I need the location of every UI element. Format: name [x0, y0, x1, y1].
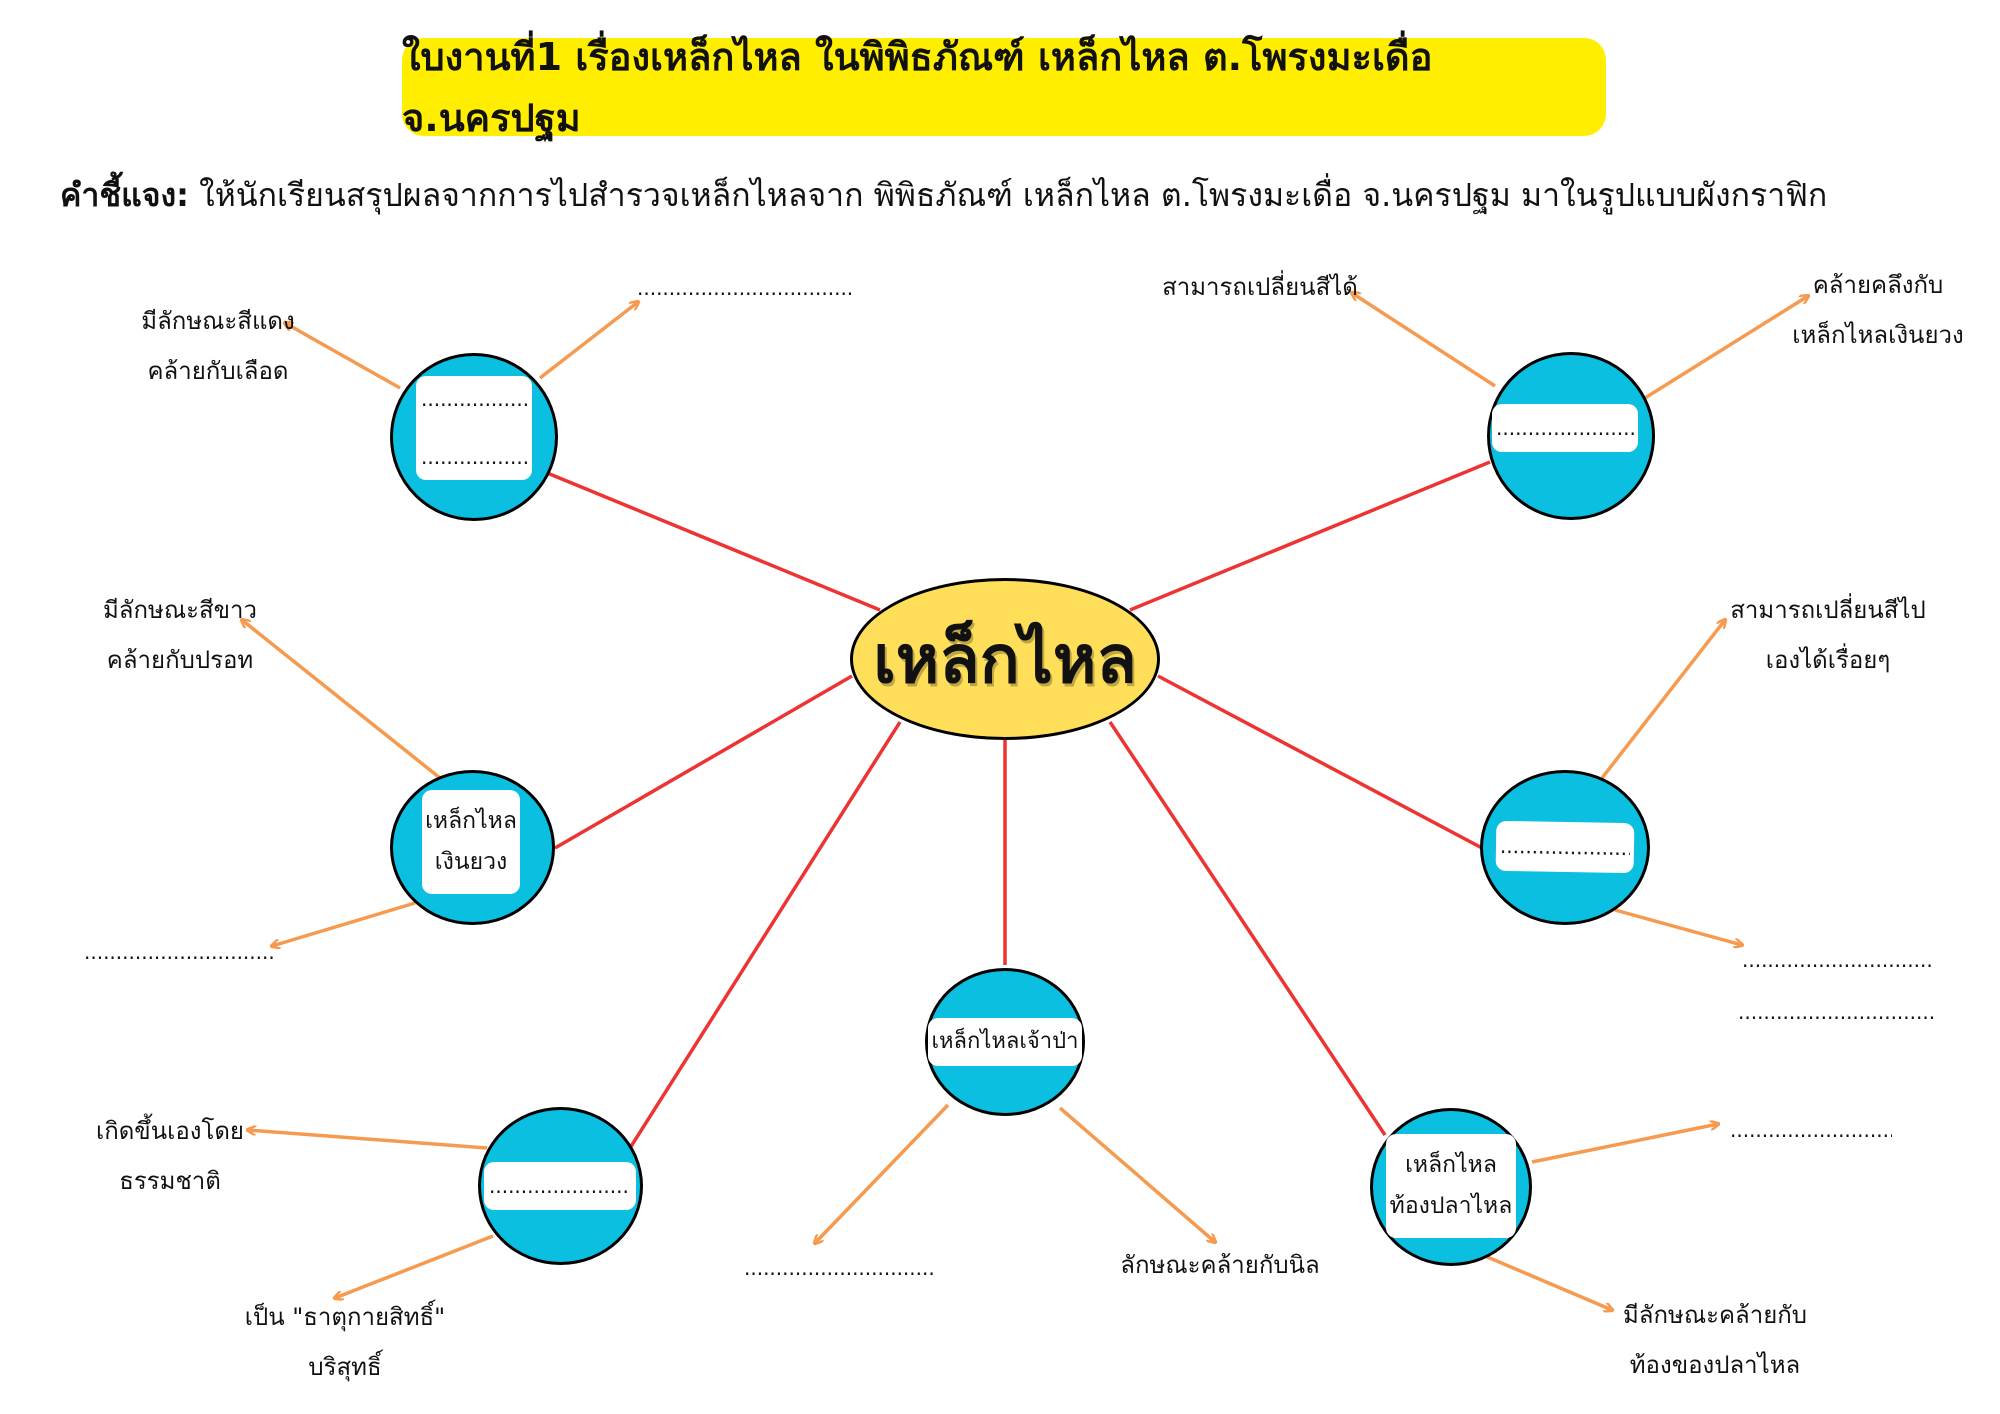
arrow-ml-top	[242, 620, 442, 780]
label-bc-right: ลักษณะคล้ายกับนิล	[1100, 1240, 1340, 1290]
arrow-bc-right	[1058, 1106, 1215, 1242]
spoke-mid-right	[1157, 674, 1483, 850]
label-line: คล้ายคลึงกับ	[1812, 271, 1944, 299]
center-label: เหล็กไหล	[873, 620, 1137, 698]
node-top-left-box[interactable]: ........................................…	[416, 376, 532, 480]
node-bottom-right-line2: ท้องปลาไหล	[1389, 1193, 1513, 1219]
node-bottom-left-box[interactable]: ........................................…	[484, 1162, 636, 1210]
arrow-br-bottom	[1484, 1254, 1612, 1310]
label-line: เหล็กไหลเงินยวง	[1792, 321, 1964, 349]
node-mid-left-line2: เงินยวง	[434, 849, 508, 875]
node-mid-left-box[interactable]: เหล็กไหล เงินยวง	[422, 790, 520, 894]
label-ml-top: มีลักษณะสีขาว คล้ายกับปรอท	[70, 585, 290, 685]
label-br-bottom: มีลักษณะคล้ายกับ ท้องของปลาไหล	[1600, 1290, 1830, 1390]
blank-line: ........................................…	[489, 1174, 631, 1198]
arrow-bl-bottom	[335, 1234, 494, 1298]
blank-line: ........................................…	[1496, 416, 1634, 440]
node-top-right-box[interactable]: ........................................…	[1492, 404, 1638, 452]
label-tr-left: สามารถเปลี่ยนสีได้	[1150, 262, 1370, 312]
node-mid-right-box[interactable]: ........................................…	[1495, 820, 1635, 874]
worksheet-title: ใบงานที่1 เรื่องเหล็กไหล ในพิพิธภัณฑ์ เห…	[402, 35, 1606, 140]
spoke-bottom-right	[1108, 721, 1387, 1136]
node-bottom-center-line1: เหล็กไหลเจ้าป่า	[931, 1029, 1079, 1055]
label-line: บริสุทธิ์	[308, 1353, 382, 1381]
label-line: มีลักษณะคล้ายกับ	[1622, 1301, 1808, 1329]
label-mr-top: สามารถเปลี่ยนสีไป เองได้เรื่อยๆ	[1712, 585, 1944, 685]
arrow-ml-bottom	[272, 901, 416, 946]
blank-bc-left[interactable]: ........................................…	[744, 1256, 936, 1280]
arrow-tl-right	[538, 302, 638, 380]
label-bl-left: เกิดขึ้นเองโดย ธรรมชาติ	[80, 1106, 260, 1206]
label-line: เป็น "ธาตุกายสิทธิ์"	[244, 1303, 446, 1331]
arrow-tr-left	[1352, 293, 1496, 388]
arrow-mr-top	[1600, 620, 1725, 780]
label-bl-bottom: เป็น "ธาตุกายสิทธิ์" บริสุทธิ์	[230, 1292, 460, 1392]
instruction-text: ให้นักเรียนสรุปผลจากการไปสำรวจเหล็กไหลจา…	[188, 176, 1828, 214]
arrow-tl-left	[285, 323, 401, 390]
blank-mr-bottom-1[interactable]: ........................................…	[1742, 948, 1934, 972]
label-line: สามารถเปลี่ยนสีไป	[1730, 596, 1926, 624]
arrow-mr-bottom	[1614, 908, 1742, 945]
label-line: มีลักษณะสีแดง	[141, 307, 295, 335]
node-mid-left-line1: เหล็กไหล	[425, 807, 517, 834]
spoke-top-right	[1129, 460, 1491, 612]
label-line: ท้องของปลาไหล	[1629, 1351, 1801, 1379]
blank-mr-bottom-2[interactable]: ........................................…	[1738, 1000, 1936, 1024]
label-line: สามารถเปลี่ยนสีได้	[1162, 273, 1358, 301]
blank-tl-right[interactable]: ........................................…	[637, 276, 851, 300]
label-line: เองได้เรื่อยๆ	[1765, 646, 1891, 674]
spoke-mid-left	[554, 674, 853, 850]
node-bottom-center-box[interactable]: เหล็กไหลเจ้าป่า	[928, 1018, 1082, 1066]
label-line: คล้ายกับปรอท	[106, 646, 254, 674]
blank-br-right[interactable]: ........................................…	[1730, 1118, 1892, 1142]
arrow-bl-left	[248, 1130, 488, 1150]
label-line: คล้ายกับเลือด	[147, 357, 289, 385]
center-node: เหล็กไหล	[850, 578, 1160, 740]
label-line: ธรรมชาติ	[119, 1167, 221, 1195]
instruction-label: คำชี้แจง:	[60, 176, 189, 214]
arrow-bc-left	[815, 1103, 950, 1243]
arrow-tr-right	[1644, 296, 1808, 400]
node-bottom-right-box[interactable]: เหล็กไหล ท้องปลาไหล	[1386, 1134, 1516, 1238]
spoke-bottom-left	[628, 721, 902, 1149]
label-line: มีลักษณะสีขาว	[102, 596, 258, 624]
spoke-top-left	[539, 468, 881, 612]
blank-line: ........................................…	[1499, 833, 1631, 868]
label-line: ลักษณะคล้ายกับนิล	[1120, 1251, 1320, 1279]
blank-line: ........................................…	[421, 387, 527, 411]
arrow-br-right	[1531, 1124, 1718, 1164]
label-tl-left: มีลักษณะสีแดง คล้ายกับเลือด	[118, 296, 318, 396]
node-bottom-right-line1: เหล็กไหล	[1405, 1151, 1497, 1178]
label-tr-right: คล้ายคลึงกับ เหล็กไหลเงินยวง	[1768, 260, 1988, 360]
instruction: คำชี้แจง: ให้นักเรียนสรุปผลจากการไปสำรวจ…	[60, 170, 1960, 221]
label-line: เกิดขึ้นเองโดย	[95, 1117, 244, 1145]
blank-ml-bottom[interactable]: ........................................…	[84, 940, 276, 964]
blank-line: ........................................…	[421, 445, 527, 469]
